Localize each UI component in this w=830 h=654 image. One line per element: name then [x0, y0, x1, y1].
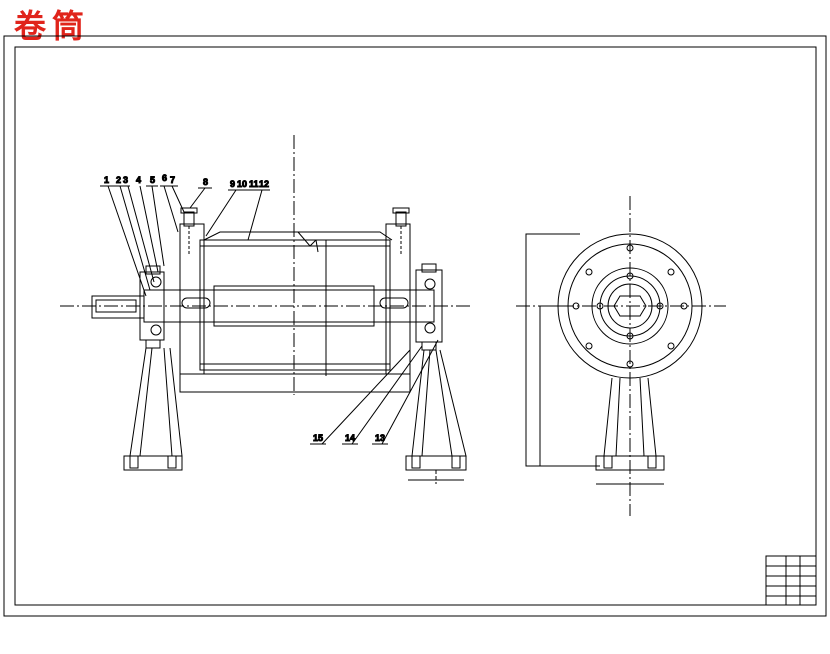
part-label: 6	[162, 173, 167, 183]
part-label: 12	[259, 179, 269, 189]
part-label: 3	[123, 175, 128, 185]
part-label: 9	[230, 179, 235, 189]
part-label: 8	[203, 177, 208, 187]
part-label: 10	[237, 179, 247, 189]
part-label: 1	[104, 175, 109, 185]
part-label: 5	[150, 175, 155, 185]
inner-frame	[14, 46, 817, 606]
front-view	[60, 135, 470, 484]
title-block	[765, 555, 817, 606]
side-view	[516, 196, 726, 516]
part-labels: 1 2 3 4 5 6 7 8 9 10 11 12 13 14 15	[104, 173, 386, 444]
drawing-title: 卷筒	[14, 7, 91, 45]
part-label: 2	[116, 175, 121, 185]
part-label: 15	[313, 433, 323, 443]
part-label: 14	[345, 433, 355, 443]
part-label: 13	[375, 433, 385, 443]
outer-frame	[3, 35, 827, 617]
part-label: 4	[136, 175, 141, 185]
part-label: 11	[249, 179, 259, 189]
part-label: 7	[170, 175, 175, 185]
